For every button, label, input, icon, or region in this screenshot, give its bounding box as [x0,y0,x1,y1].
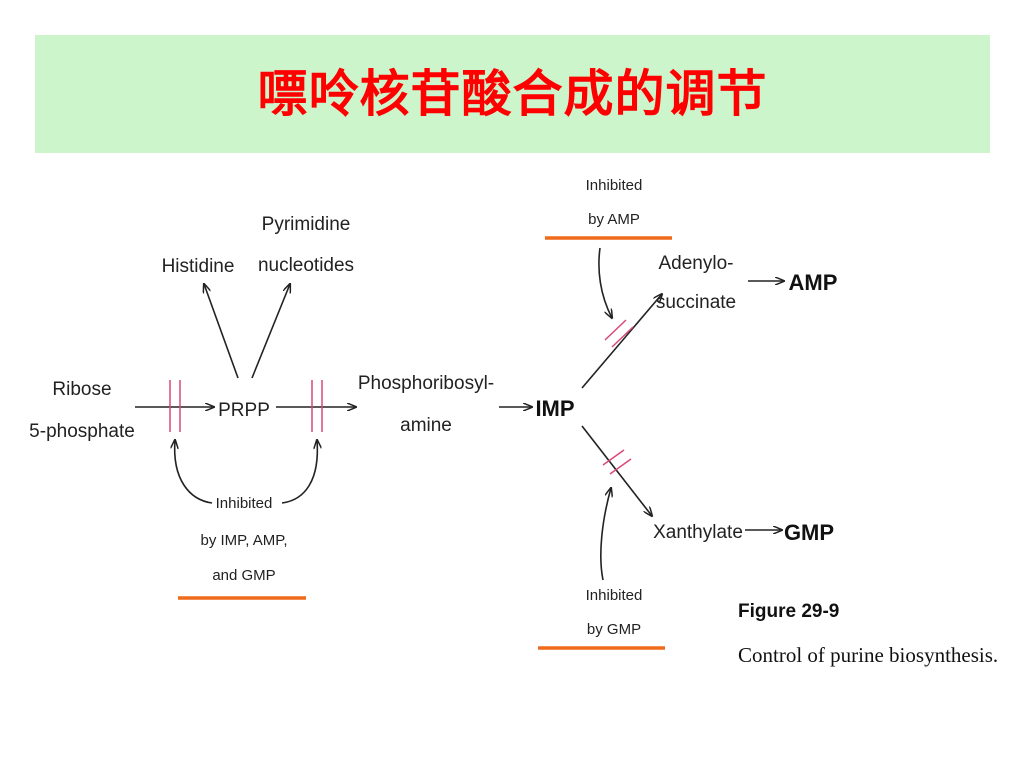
block-mark-3a [604,319,627,341]
histidine-label: Histidine [162,256,235,277]
inhibition-amp-label-1: Inhibited [586,177,643,194]
pyrimidine-label-2: nucleotides [258,255,354,276]
title-band: 嘌呤核苷酸合成的调节 [35,35,990,153]
xanthylate-label: Xanthylate [653,522,743,543]
feedback-arrow-gmp [600,488,611,581]
ribose-label-2: 5-phosphate [29,421,135,442]
amp-label: AMP [789,270,838,295]
inhibition-prpp-label-2: by IMP, AMP, [201,532,288,549]
figure-number: Figure 29-9 [738,601,839,622]
ribose-label-1: Ribose [52,379,111,400]
arrow-imp-to-adenylosuccinate [581,294,662,389]
phosphoribosylamine-label-1: Phosphoribosyl- [358,373,494,394]
phosphoribosylamine-label-2: amine [400,415,452,436]
inhibition-prpp-label-3: and GMP [212,567,275,584]
feedback-arrow-to-block-1 [175,440,213,504]
adenylosuccinate-label-2: succinate [656,292,736,313]
imp-label: IMP [535,396,574,421]
arrow-prpp-to-histidine [204,284,239,379]
inhibition-gmp-label-2: by GMP [587,621,641,638]
page-title: 嘌呤核苷酸合成的调节 [257,64,768,123]
feedback-arrow-to-block-2 [281,440,317,504]
inhibition-gmp-label-1: Inhibited [586,587,643,604]
arrow-prpp-to-pyrimidine [251,284,290,379]
block-mark-4b [609,458,632,475]
inhibition-prpp-label-1: Inhibited [216,495,273,512]
gmp-label: GMP [784,520,834,545]
prpp-label: PRPP [218,400,270,421]
block-mark-4a [602,449,625,466]
adenylosuccinate-label-1: Adenylo- [659,253,734,274]
inhibition-amp-label-2: by AMP [588,211,640,228]
feedback-arrow-amp [598,247,612,318]
arrow-imp-to-xanthylate [581,425,652,516]
figure-caption: Control of purine biosynthesis. [738,643,998,667]
block-mark-3b [611,326,634,348]
pyrimidine-label-1: Pyrimidine [262,214,351,235]
